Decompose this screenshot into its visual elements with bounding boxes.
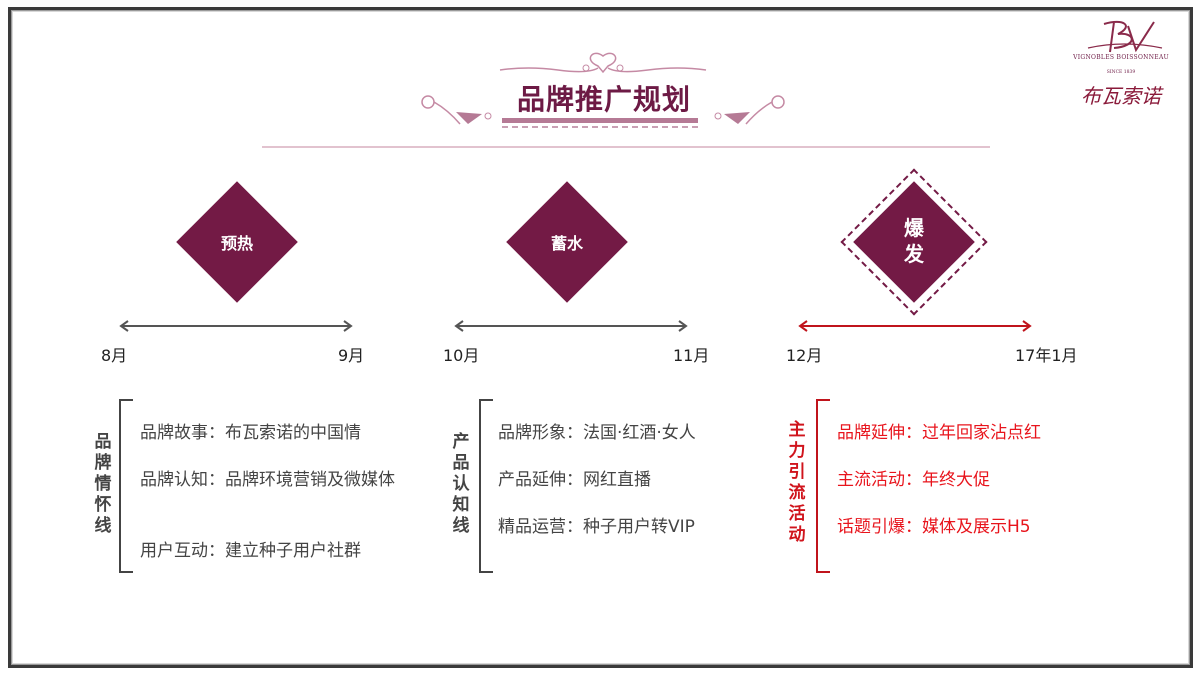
list-item: 品牌延伸：过年回家沾点红 [837, 423, 1041, 443]
bracket-1 [119, 399, 133, 573]
title-dashed-underline [502, 126, 698, 128]
timeline-end-1: 9月 [338, 346, 365, 365]
list-item: 产品延伸：网红直播 [498, 470, 651, 490]
phase-label-preheat: 预热 [220, 234, 253, 253]
group-label-product-awareness: 产 品 认 知 线 [452, 432, 470, 536]
timeline-arrow-2 [454, 320, 688, 332]
list-item: 品牌故事：布瓦索诺的中国情 [140, 423, 361, 443]
group-label-main-traffic: 主 力 引 流 活 动 [788, 420, 806, 545]
swirl-right-icon [714, 95, 785, 125]
timeline-start-2: 10月 [443, 346, 480, 365]
bracket-3 [816, 399, 830, 573]
logo-winery-name: VIGNOBLES BOISSONNEAU [1073, 54, 1169, 61]
brand-logo: VIGNOBLES BOISSONNEAU SINCE 1839 布瓦索诺 [1066, 18, 1176, 118]
logo-since: SINCE 1839 [1106, 70, 1136, 75]
title-underline [502, 118, 698, 123]
list-item: 用户互动：建立种子用户社群 [140, 541, 361, 561]
timeline-arrow-1 [119, 320, 353, 332]
phase-label-burst: 爆 发 [904, 216, 924, 266]
page-title: 品牌推广规划 [516, 83, 691, 116]
list-item: 主流活动：年终大促 [837, 470, 990, 490]
list-item: 品牌形象：法国·红酒·女人 [498, 423, 696, 443]
timeline-arrow-3 [798, 320, 1032, 332]
bracket-2 [479, 399, 493, 573]
group-label-brand-sentiment: 品 牌 情 怀 线 [94, 432, 112, 536]
timeline-start-1: 8月 [101, 346, 128, 365]
phase-label-accumulate: 蓄水 [550, 234, 583, 253]
timeline-end-2: 11月 [673, 346, 710, 365]
logo-chinese-name: 布瓦索诺 [1081, 84, 1161, 108]
title-banner: 品牌推广规划 [418, 50, 788, 140]
header-divider [262, 146, 990, 148]
slide-frame [8, 7, 1193, 668]
swirl-left-icon [421, 95, 492, 125]
timeline-start-3: 12月 [786, 346, 823, 365]
timeline-end-3: 17年1月 [1015, 346, 1078, 365]
bv-monogram-icon [1087, 20, 1163, 53]
ornament-flourish-icon [499, 52, 707, 74]
list-item: 话题引爆：媒体及展示H5 [837, 517, 1031, 537]
list-item: 精品运营：种子用户转VIP [498, 517, 695, 537]
list-item: 品牌认知：品牌环境营销及微媒体 [140, 470, 395, 490]
